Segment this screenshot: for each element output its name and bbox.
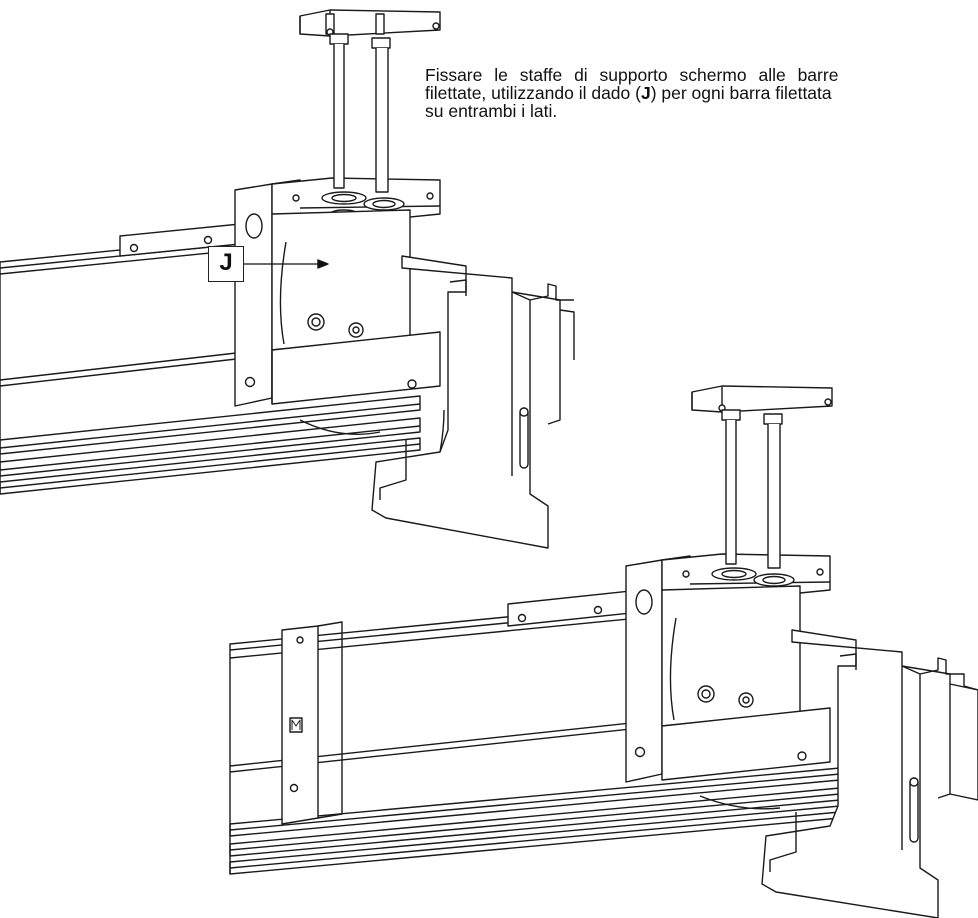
top-hanging-plate [271, 209, 441, 405]
instruction-line-1: Fissare le staffe di supporto schermo al… [425, 65, 839, 85]
callout-label-j: J [208, 246, 244, 282]
bottom-left-end-bracket [281, 621, 343, 825]
top-threaded-rods [299, 9, 441, 193]
instruction-line-2-before: filettate, utilizzando il dado ( [425, 83, 641, 103]
instruction-line-2-bold: J [640, 83, 651, 103]
bottom-support-brackets [761, 629, 978, 918]
instruction-text: Fissare le staffe di supporto schermo al… [425, 66, 978, 120]
top-assembly [0, 9, 575, 549]
top-screen-case [0, 231, 421, 495]
instruction-line-3: su entrambi i lati. [425, 101, 558, 121]
bottom-threaded-rods [691, 385, 833, 569]
callout-arrow [244, 259, 329, 269]
instruction-line-2: filettate, utilizzando il dado (J) per o… [425, 84, 978, 102]
bottom-hanging-plate [661, 585, 831, 781]
instruction-line-2-after: ) per ogni barra filettata [650, 83, 832, 103]
top-support-brackets [371, 255, 575, 549]
bottom-assembly [229, 385, 978, 918]
